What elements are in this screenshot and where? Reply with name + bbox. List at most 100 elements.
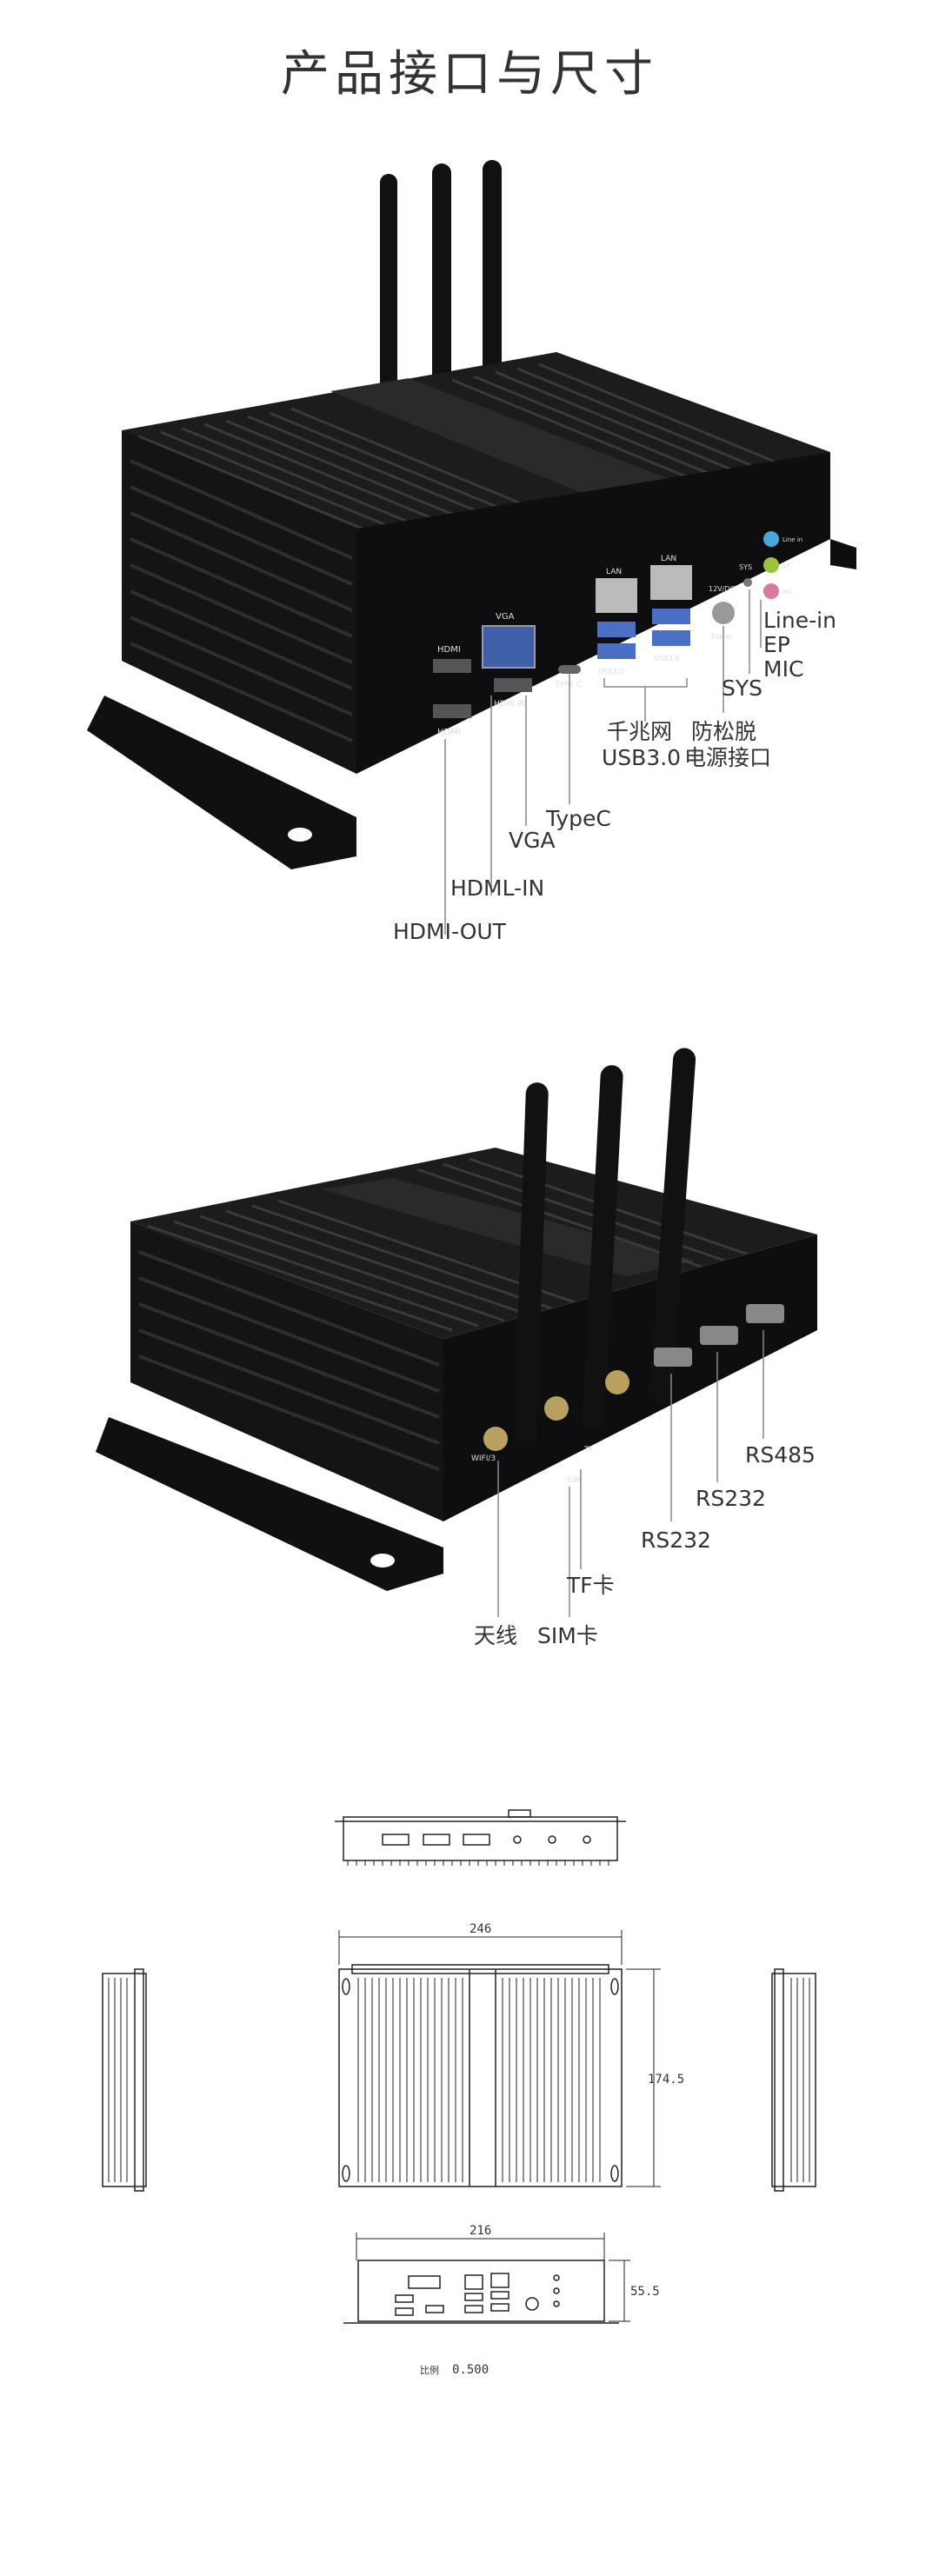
front-left-fins (130, 459, 353, 742)
label-sys: SYS (722, 676, 763, 701)
usb-port-1b (597, 643, 636, 659)
label-lan-2: USB3.0 (602, 745, 681, 770)
drawing-right-side (771, 1968, 816, 2192)
drawing-left-side (102, 1968, 147, 2192)
silk-hdmi-bottom: HDMI (437, 728, 461, 737)
label-rs485: RS485 (745, 1442, 816, 1468)
dim-line-216 (356, 2233, 605, 2260)
rs232-port-a (654, 1348, 692, 1367)
hdmi-port-bottom (433, 704, 471, 718)
lan-port-1 (596, 578, 637, 613)
back-view-figure: WIFI/3 SIM TF RS485 RS232 RS232 TF卡 天线 S… (96, 1048, 817, 1648)
rs485-port (746, 1304, 784, 1323)
usb-port-1a (597, 622, 636, 637)
front-mounting-plate (87, 696, 356, 869)
dim-line-174-5 (626, 1968, 661, 2187)
silk-ep: EP (782, 562, 790, 569)
silk-mic: MIC (782, 589, 794, 596)
silk-sys: SYS (739, 563, 752, 571)
back-panel (443, 1235, 817, 1521)
antenna-1 (380, 174, 397, 443)
silk-hdmi-top: HDMI (437, 645, 461, 655)
typec-port (558, 665, 581, 674)
back-antenna-joints (483, 1370, 629, 1451)
hdmi-in-port (494, 678, 532, 692)
label-dc-power-1: 防松脱 (691, 719, 756, 744)
rs232-port-b (700, 1326, 738, 1345)
front-silk: HDMI HDMI VGA HDMI IN TYPE C LAN LAN USB… (437, 536, 802, 737)
label-sim: SIM卡 (537, 1623, 598, 1648)
back-antennas (513, 1048, 696, 1448)
usb-port-2b (652, 630, 690, 646)
label-lan-1: 千兆网 (607, 719, 672, 744)
silk-lan2: LAN (661, 555, 676, 563)
label-tf: TF卡 (566, 1573, 615, 1598)
scale-value: 0.500 (452, 2363, 489, 2377)
back-port-labels: RS485 RS232 RS232 TF卡 天线 SIM卡 (474, 1442, 816, 1648)
dim-line-246 (338, 1930, 623, 1965)
front-leader-lines (444, 589, 762, 935)
antenna-joint-1 (483, 1427, 508, 1451)
antenna-joint-2 (544, 1396, 569, 1421)
silk-dc: 12V/DC (709, 585, 736, 593)
dim-width-top: 246 (470, 1922, 491, 1936)
dim-width-bottom: 216 (470, 2224, 491, 2238)
silk-tf: TF (583, 1446, 594, 1454)
page-title: 产品接口与尺寸 (281, 46, 658, 103)
drawing-rear-view (335, 1809, 626, 1866)
vga-port (482, 625, 536, 669)
label-line-in: Line-in (763, 608, 836, 633)
label-rs232-b: RS232 (641, 1528, 711, 1553)
silk-vga: VGA (496, 612, 515, 622)
front-case-left (122, 430, 356, 774)
usb-port-2a (652, 609, 690, 624)
back-antenna-1 (513, 1082, 549, 1448)
dim-height-small: 55.5 (630, 2285, 660, 2299)
back-leader-lines (497, 1330, 764, 1617)
silk-typec: TYPE C (554, 681, 582, 689)
front-panel-right-tab (830, 539, 856, 569)
front-center-band (330, 378, 678, 500)
line-in-jack (763, 531, 779, 547)
sys-led (743, 578, 752, 587)
front-port-labels: Line-in EP MIC SYS 防松脱 电源接口 千兆网 USB3.0 T… (393, 608, 836, 944)
silk-line-in: Line in (782, 536, 802, 543)
silk-sim: SIM (567, 1476, 581, 1485)
silk-wifi: WIFI/3 (471, 1454, 496, 1463)
drawing-front-view (343, 2260, 619, 2324)
label-hdmi-out: HDMI-OUT (393, 919, 507, 944)
silk-hdmi-in: HDMI IN (494, 700, 525, 709)
label-ep: EP (763, 632, 790, 657)
mount-slot-back (370, 1554, 395, 1568)
front-ports (433, 531, 779, 718)
mount-slot-front (288, 828, 312, 842)
back-serial-ports (654, 1304, 784, 1367)
label-antenna: 天线 (474, 1623, 517, 1648)
silk-usb2: USB3.0 (654, 655, 679, 662)
antenna-joint-3 (605, 1370, 629, 1395)
dim-line-55-5 (609, 2260, 630, 2322)
scale-label: 比例 (420, 2364, 439, 2376)
silk-lan1: LAN (606, 568, 622, 576)
back-case-top (130, 1148, 817, 1339)
label-mic: MIC (763, 656, 803, 682)
dimension-drawing: 246 174.5 216 55.5 比例 0.500 (102, 1809, 816, 2377)
back-left-fins (138, 1250, 440, 1471)
silk-usb1: USB3.0 (598, 668, 623, 676)
front-panel (356, 452, 830, 774)
hdmi-port-top (433, 659, 471, 673)
front-view-figure: HDMI HDMI VGA HDMI IN TYPE C LAN LAN USB… (87, 160, 856, 944)
back-antenna-2 (582, 1065, 623, 1430)
lan-port-2 (650, 565, 692, 600)
label-hdmi-in: HDML-IN (450, 875, 544, 901)
label-vga: VGA (509, 828, 556, 853)
label-rs232-a: RS232 (696, 1486, 766, 1511)
drawing-top-view (338, 1964, 623, 2187)
label-typec: TypeC (545, 806, 611, 831)
back-antenna-3 (649, 1048, 696, 1404)
back-case-left (130, 1221, 443, 1521)
label-dc-power-2: 电源接口 (684, 745, 771, 770)
dc-power-jack (712, 602, 735, 624)
mic-jack (763, 583, 779, 599)
